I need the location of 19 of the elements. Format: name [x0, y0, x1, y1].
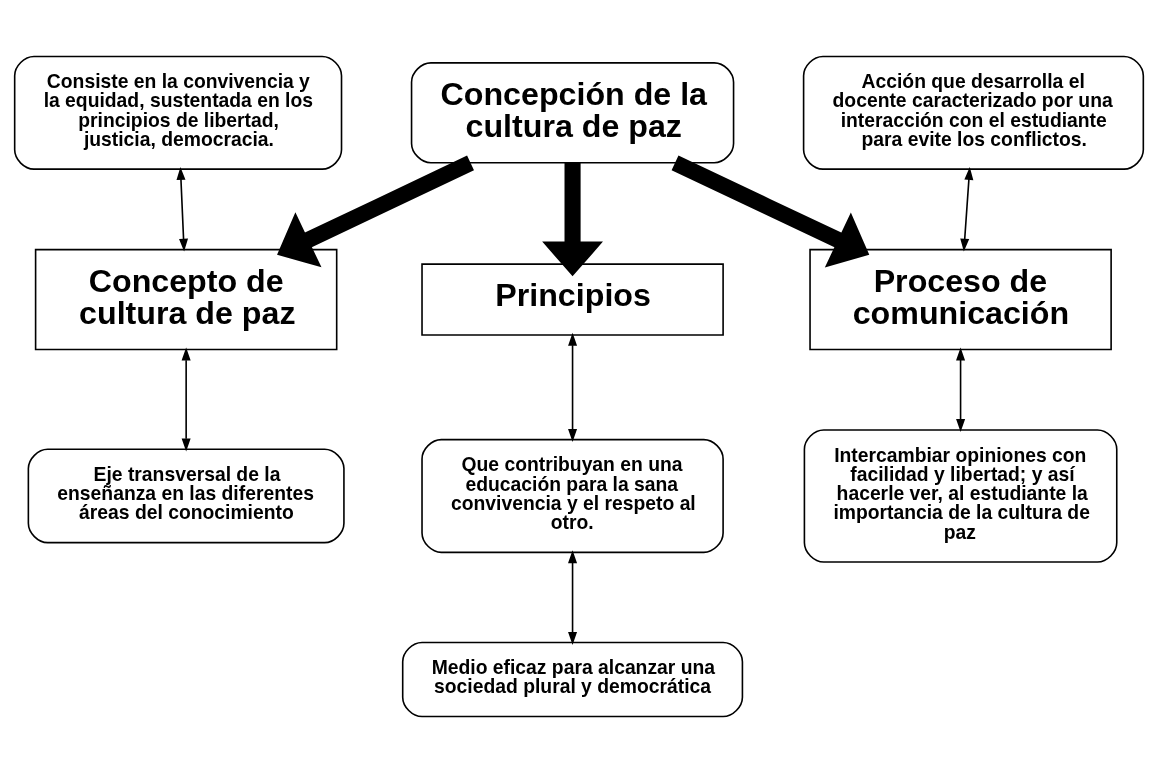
- node-box: Concepto de cultura de paz: [34, 248, 338, 351]
- node-box: Consiste en la convivencia y la equidad, sustentada en los principios de libertad, justicia, democracia.: [13, 55, 343, 170]
- arrow: [568, 550, 578, 645]
- node-box: Intercambiar opiniones con facilidad y libertad; y así hacerle ver, al estudiante la importancia de la cultura de paz: [803, 429, 1118, 563]
- arrow: [277, 155, 474, 268]
- arrow: [568, 332, 578, 442]
- node-box: Principios: [421, 263, 724, 336]
- arrow: [181, 347, 191, 452]
- arrow: [176, 167, 189, 252]
- node-box: Que contribuyan en una educación para la sana convivencia y el respeto al otro.: [421, 438, 724, 554]
- arrow: [960, 167, 974, 252]
- node-box: Medio eficaz para alcanzar una sociedad plural y democrática: [401, 641, 744, 718]
- node-box: Concepción de la cultura de paz: [410, 62, 735, 164]
- node-box: Acción que desarrolla el docente caracterizado por una interacción con el estudiante para evite los conflictos.: [802, 55, 1145, 170]
- node-box: Eje transversal de la enseñanza en las diferentes áreas del conocimiento: [27, 448, 345, 544]
- node-box: Proceso de comunicación: [809, 248, 1112, 351]
- arrow: [956, 347, 966, 432]
- arrow: [542, 163, 603, 277]
- arrow: [671, 155, 870, 268]
